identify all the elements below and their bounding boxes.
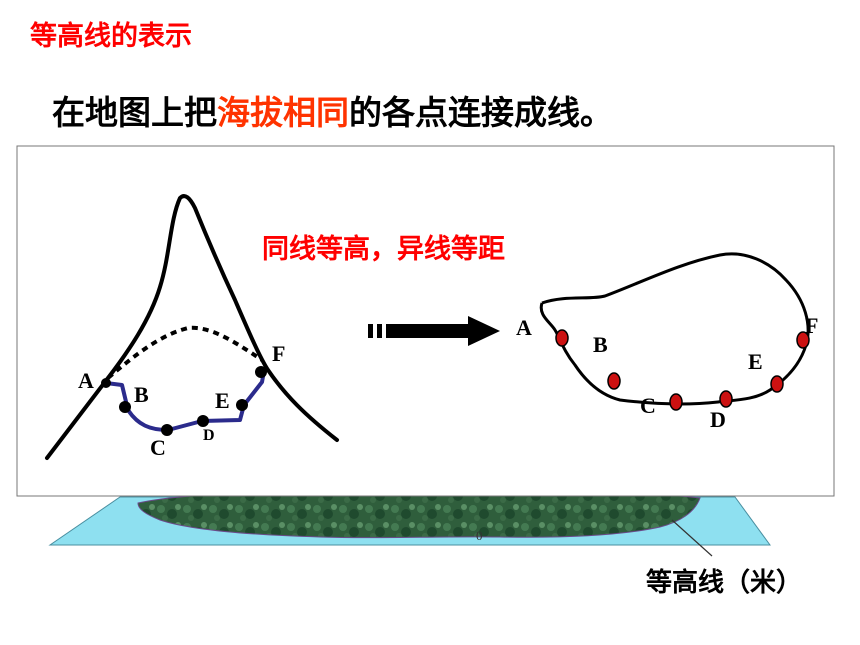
mountain-label-b: B (134, 382, 149, 407)
plan-label-e: E (748, 349, 763, 374)
subtitle-before: 在地图上把 (52, 93, 217, 132)
rule-text: 同线等高，异线等距 (262, 233, 505, 265)
plan-point-d (719, 390, 733, 408)
arrow-shaft (386, 324, 468, 338)
slide-title: 等高线的表示 (30, 21, 192, 52)
plan-point-f (796, 331, 810, 349)
plan-label-b: B (593, 332, 608, 357)
contour-caption: 等高线（米） (646, 567, 802, 598)
base-value-label: 0 (476, 528, 483, 543)
forest-island (137, 493, 701, 539)
subtitle-highlight: 海拔相同 (217, 93, 349, 132)
mountain-label-a: A (78, 368, 94, 393)
mountain-label-c: C (150, 435, 166, 460)
plan-point-c (669, 393, 683, 411)
plan-label-d: D (710, 407, 726, 432)
plan-label-c: C (640, 393, 656, 418)
hidden-contour-line (106, 325, 264, 380)
plan-point-e (770, 375, 784, 393)
plan-label-f: F (805, 313, 818, 338)
subtitle-after: 的各点连接成线。 (349, 93, 613, 132)
mountain-point-d (197, 415, 209, 427)
arrow-dash-2 (377, 324, 382, 338)
plan-label-a: A (516, 315, 532, 340)
mountain-point-f (255, 366, 267, 378)
mountain-point-b (119, 401, 131, 413)
mountain-point-e (236, 399, 248, 411)
caption-pointer (671, 519, 713, 557)
mountain-label-f: F (272, 341, 285, 366)
diagram-frame (16, 145, 835, 497)
mountain-label-e: E (215, 388, 230, 413)
plan-point-b (607, 372, 621, 390)
plan-point-a (555, 329, 569, 347)
subtitle: 在地图上把海拔相同的各点连接成线。 (52, 86, 613, 134)
mountain-point-c (161, 424, 173, 436)
mountain-point-a (101, 378, 111, 388)
arrow-dash-1 (368, 324, 373, 338)
mountain-label-d: D (203, 427, 215, 444)
arrow-head (468, 316, 500, 346)
